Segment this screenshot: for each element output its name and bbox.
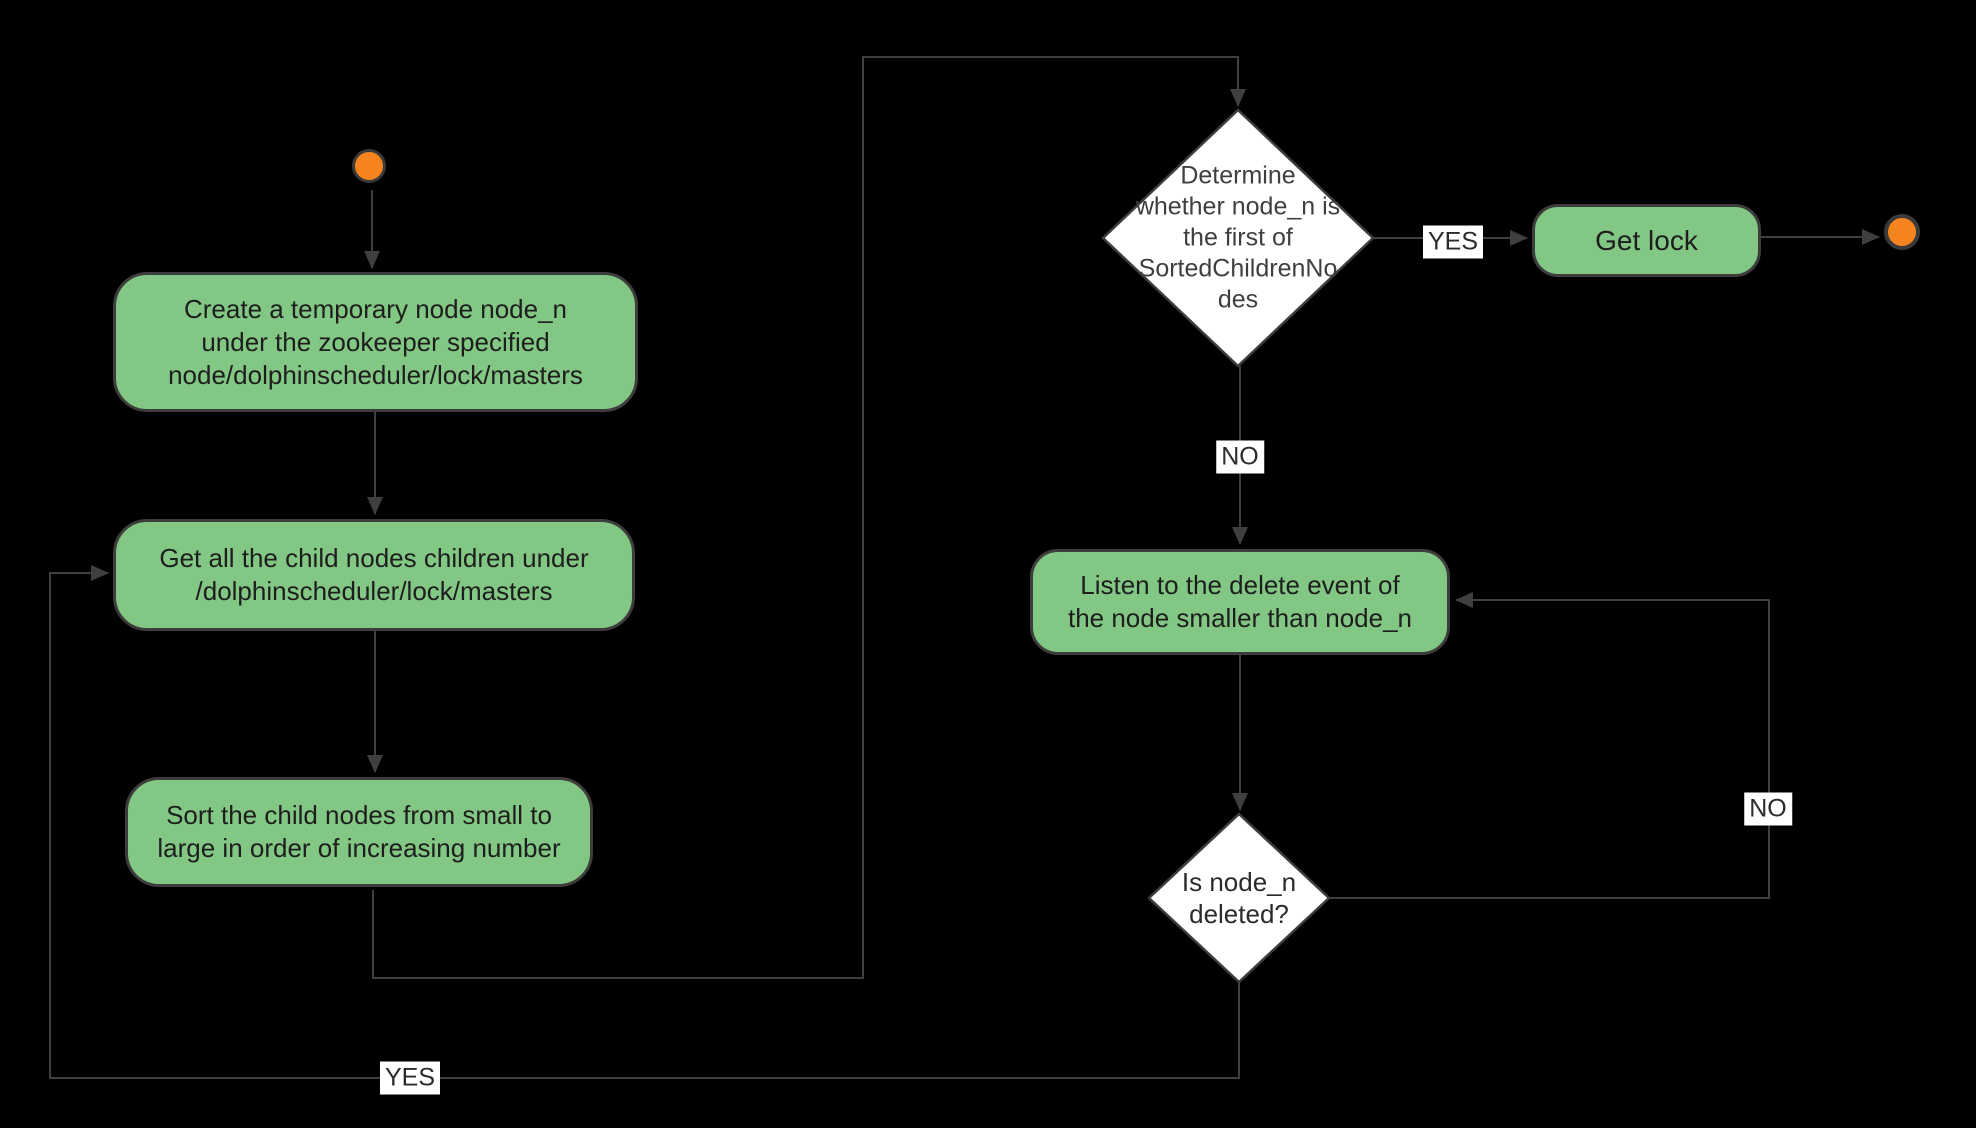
start-terminal-circle <box>352 149 386 183</box>
no-label-determine: NO <box>1216 440 1264 474</box>
process-listen-delete-event: Listen to the delete event of the node s… <box>1030 549 1450 655</box>
node-text-line: Get all the child nodes children under <box>159 543 589 573</box>
node-text-line: under the zookeeper specified <box>201 326 550 357</box>
decision-text: Determine whether node_n is the first of… <box>1136 161 1340 316</box>
node-text-line: the first of <box>1183 223 1293 252</box>
node-text-line: des <box>1217 285 1259 314</box>
process-sort-child-nodes: Sort the child nodes from small to large… <box>125 777 593 887</box>
node-text-line: Listen to the delete event of <box>1080 570 1400 600</box>
node-text-line: Create a temporary node node_n <box>183 293 568 324</box>
decision-node-is-first: Determine whether node_n is the first of… <box>1101 108 1375 368</box>
process-get-lock: Get lock <box>1532 204 1761 277</box>
decision-is-node-deleted: Is node_n deleted? <box>1147 812 1331 984</box>
node-text-line: Is node_n <box>1181 867 1297 897</box>
node-text-line: the node smaller than node_n <box>1067 603 1413 633</box>
decision-text: Is node_n deleted? <box>1182 866 1296 930</box>
process-create-temporary-node: Create a temporary node node_n under the… <box>113 272 638 412</box>
node-text-line: Sort the child nodes from small to <box>166 800 552 830</box>
end-terminal-circle <box>1884 214 1920 250</box>
yes-label-isdeleted: YES <box>379 1061 441 1095</box>
process-get-child-nodes: Get all the child nodes children under /… <box>113 519 635 631</box>
node-text-line: Determine <box>1180 161 1296 190</box>
node-text-line: deleted? <box>1189 899 1289 929</box>
node-text-line: node/dolphinscheduler/lock/masters <box>168 359 583 390</box>
node-text-line: large in order of increasing number <box>157 833 561 863</box>
no-label-isdeleted: NO <box>1744 792 1792 826</box>
yes-label-determine: YES <box>1422 225 1484 259</box>
node-text-line: /dolphinscheduler/lock/masters <box>195 576 553 606</box>
node-text-line: SortedChildrenNo <box>1138 254 1338 283</box>
node-text-line: Get lock <box>1595 225 1698 256</box>
node-text-line: whether node_n is <box>1135 192 1341 221</box>
